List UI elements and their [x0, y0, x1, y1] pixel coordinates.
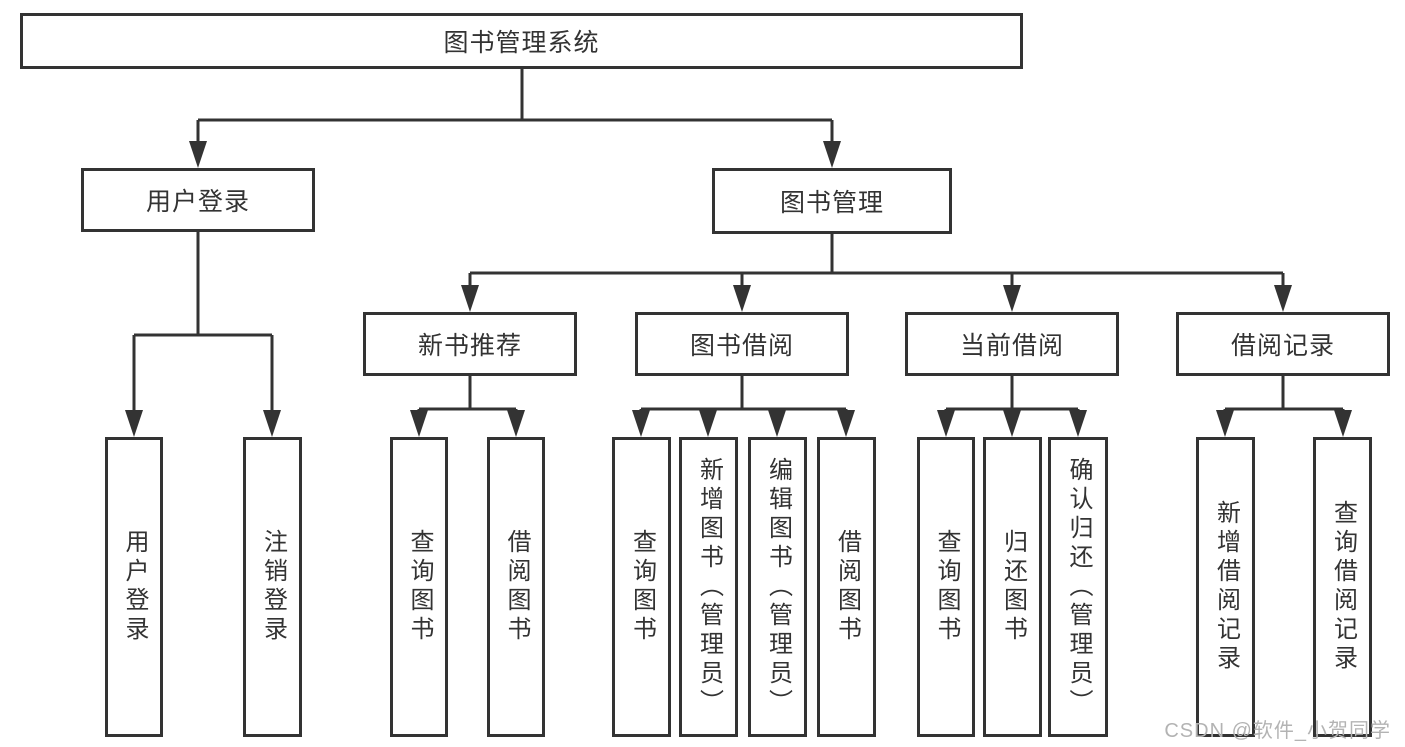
arrow-down-icon	[1334, 410, 1352, 437]
connector-current-to-leaves	[944, 376, 1080, 411]
node-confirm-return-admin: 确认归还（管理员）	[1048, 437, 1108, 737]
node-logout-action: 注销登录	[243, 437, 302, 737]
arrow-down-icon	[733, 285, 751, 312]
node-edit-books-admin: 编辑图书（管理员）	[748, 437, 807, 737]
connector-root-to-level2	[196, 69, 834, 142]
node-label: 查询图书	[628, 529, 656, 645]
arrow-down-icon	[837, 410, 855, 437]
node-current-borrow: 当前借阅	[905, 312, 1119, 376]
arrow-down-icon	[1003, 285, 1021, 312]
node-label: 用户登录	[121, 529, 148, 645]
arrow-down-icon	[507, 410, 525, 437]
node-query-books-recommend: 查询图书	[390, 437, 448, 737]
csdn-watermark: CSDN @软件_小贺同学	[1164, 720, 1391, 742]
node-label: 归还图书	[999, 529, 1027, 645]
node-borrow-books-recommend: 借阅图书	[487, 437, 545, 737]
node-library-management-system: 图书管理系统	[20, 13, 1023, 69]
node-user-login-action: 用户登录	[105, 437, 163, 737]
node-user-login: 用户登录	[81, 168, 315, 232]
node-label: 图书管理	[779, 189, 884, 217]
arrow-down-icon	[189, 141, 207, 168]
node-label: 图书借阅	[689, 332, 794, 360]
arrow-down-icon	[937, 410, 955, 437]
arrow-down-icon	[125, 410, 143, 437]
node-label: 借阅图书	[503, 529, 530, 645]
node-label: 查询图书	[406, 529, 433, 645]
node-book-management: 图书管理	[712, 168, 952, 234]
node-label: 编辑图书（管理员）	[764, 456, 792, 718]
node-borrow-records: 借阅记录	[1176, 312, 1390, 376]
arrow-down-icon	[263, 410, 281, 437]
node-label: 新增借阅记录	[1212, 500, 1240, 674]
connector-borrow-to-leaves	[639, 376, 848, 411]
arrow-down-icon	[1069, 410, 1087, 437]
node-label: 查询借阅记录	[1329, 500, 1357, 674]
connector-recommend-to-leaves	[417, 376, 518, 411]
node-book-borrow: 图书借阅	[635, 312, 849, 376]
node-label: 借阅图书	[833, 529, 861, 645]
node-label: 注销登录	[259, 529, 287, 645]
arrow-down-icon	[461, 285, 479, 312]
connector-records-to-leaves	[1223, 376, 1345, 411]
node-label: 当前借阅	[959, 332, 1064, 360]
node-label: 图书管理系统	[443, 29, 600, 57]
node-label: 用户登录	[145, 188, 250, 216]
arrow-down-icon	[1274, 285, 1292, 312]
node-return-books: 归还图书	[983, 437, 1042, 737]
node-add-books-admin: 新增图书（管理员）	[679, 437, 738, 737]
node-query-books-borrow: 查询图书	[612, 437, 671, 737]
node-new-book-recommend: 新书推荐	[363, 312, 577, 376]
node-query-borrow-record: 查询借阅记录	[1313, 437, 1372, 737]
arrow-down-icon	[632, 410, 650, 437]
node-query-books-current: 查询图书	[917, 437, 975, 737]
connector-userlogin-to-leaves	[132, 232, 274, 411]
arrow-down-icon	[768, 410, 786, 437]
arrow-down-icon	[1003, 410, 1021, 437]
arrow-down-icon	[823, 141, 841, 168]
node-label: 查询图书	[933, 529, 960, 645]
arrow-down-icon	[699, 410, 717, 437]
node-label: 确认归还（管理员）	[1065, 456, 1092, 718]
node-label: 新增图书（管理员）	[695, 456, 723, 718]
node-add-borrow-record: 新增借阅记录	[1196, 437, 1255, 737]
connector-bookmgmt-to-level3	[468, 234, 1285, 286]
arrow-down-icon	[1216, 410, 1234, 437]
node-label: 借阅记录	[1230, 332, 1335, 360]
node-label: 新书推荐	[417, 332, 522, 360]
arrow-down-icon	[410, 410, 428, 437]
node-borrow-books-borrow: 借阅图书	[817, 437, 876, 737]
